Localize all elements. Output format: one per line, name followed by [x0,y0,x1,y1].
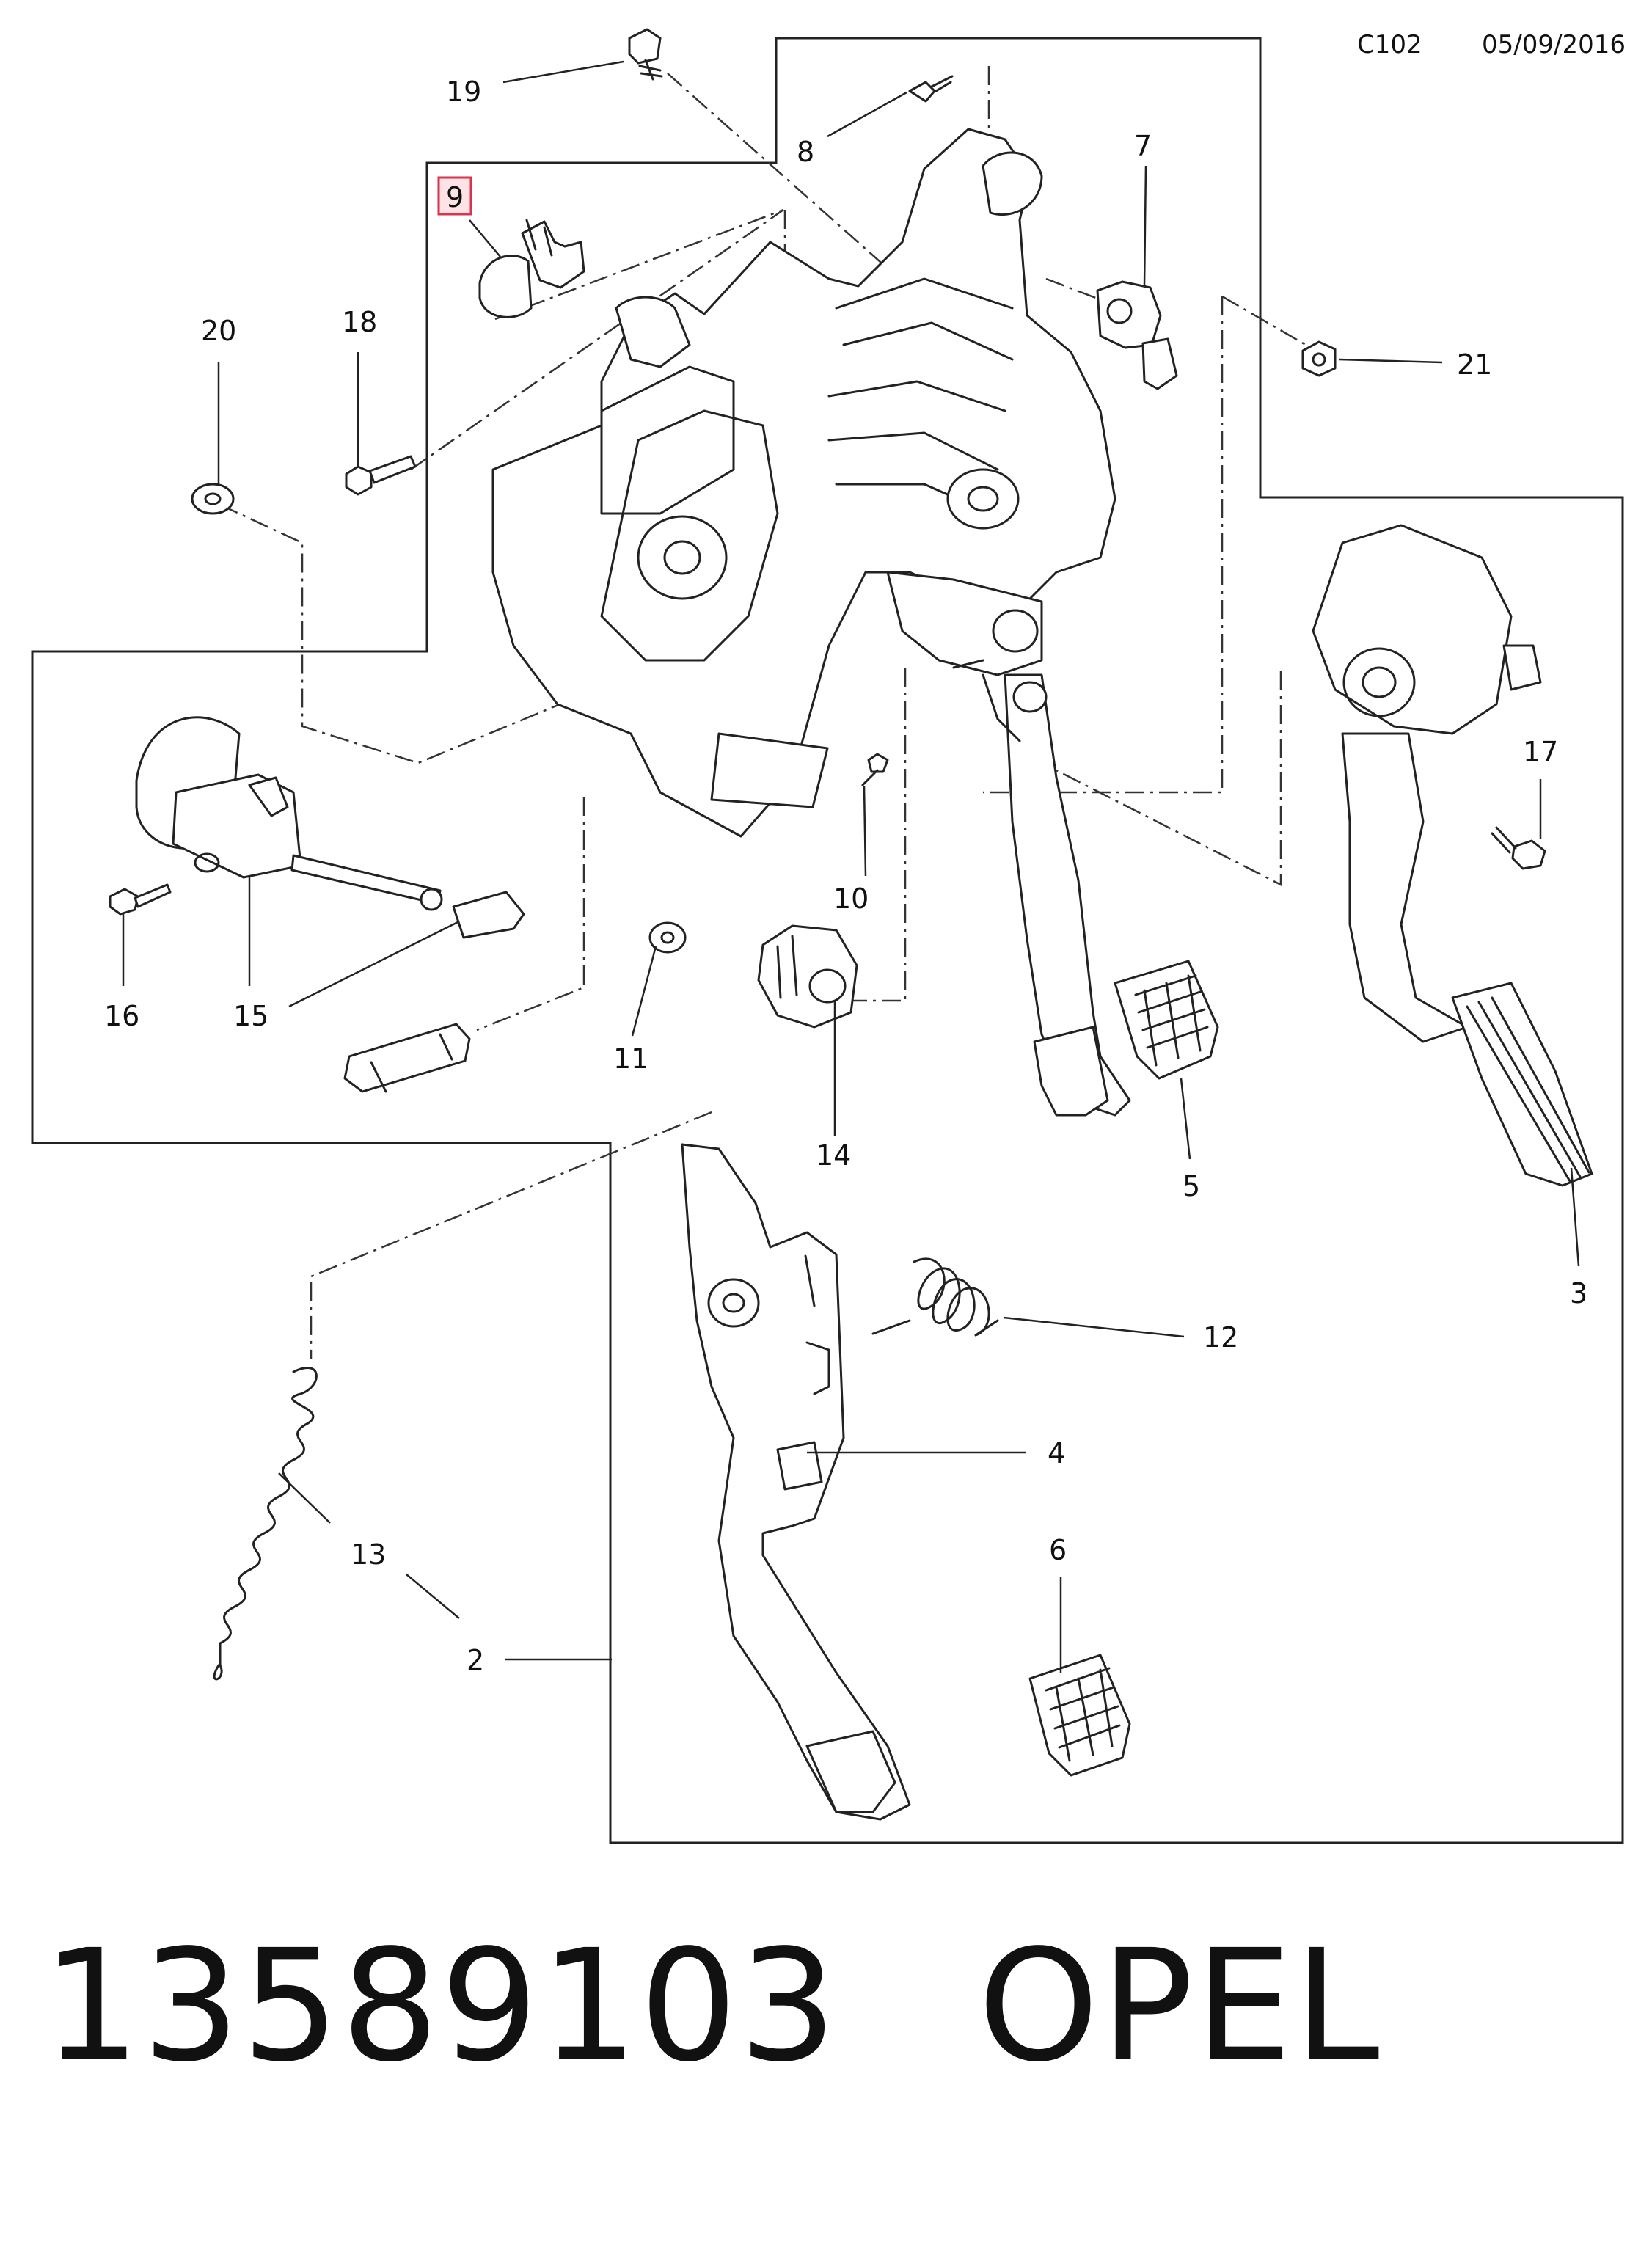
callout-6: 6 [1049,1534,1067,1566]
screw-8 [908,75,954,103]
bolt-18 [345,455,417,496]
callout-13: 13 [351,1538,386,1571]
bolt-10 [861,753,889,786]
callout-4: 4 [1048,1437,1065,1469]
diagram-code: C102 [1357,30,1422,59]
spring-13 [213,1367,318,1681]
assembly-frames [31,37,1624,1844]
callout-2: 2 [467,1644,484,1676]
callout-10: 10 [833,883,869,915]
bushing-11 [648,921,687,954]
nut-21 [1301,340,1337,377]
callout-21: 21 [1457,348,1492,381]
sensor-7 [1096,280,1178,390]
callout-11: 11 [613,1042,648,1075]
part-number: 13589103 [43,1916,838,2096]
switch-14 [757,924,858,1029]
callout-3: 3 [1570,1277,1587,1310]
callout-7: 7 [1134,130,1152,162]
clutch-pedal-pad-6 [1028,1654,1131,1777]
callout-9: 9 [446,181,464,213]
diagram-date: 05/09/2016 [1482,30,1626,59]
pivot-pin [343,1023,471,1093]
callout-16: 16 [104,1000,139,1032]
brand-name: OPEL [977,1916,1381,2096]
leader-lines [122,60,1580,1673]
spring-12 [871,1257,999,1337]
callout-15: 15 [233,1000,268,1032]
highlighted-callout-box [437,176,472,216]
brake-pedal-pad-5 [1114,960,1219,1080]
callout-numbers: 19 8 7 9 18 20 21 17 10 16 15 11 14 5 3 … [104,76,1587,1676]
switch-9 [478,219,585,318]
clip-part [452,891,525,939]
bolt-17 [1491,826,1546,870]
callout-18: 18 [342,306,377,338]
callout-19: 19 [446,76,481,108]
pedal-bracket-housing [491,128,1116,838]
accelerator-pedal-3 [1312,524,1593,1187]
master-cylinder-15 [135,716,443,911]
bolt-16 [109,883,172,916]
clutch-pedal-arm-2 [681,1143,911,1821]
callout-20: 20 [201,315,236,347]
callout-8: 8 [797,136,814,168]
washer-20 [191,483,235,515]
brake-pedal-arm [952,659,1131,1117]
callout-17: 17 [1523,736,1558,768]
callout-5: 5 [1183,1170,1200,1202]
callout-12: 12 [1203,1321,1238,1354]
callout-14: 14 [816,1139,851,1172]
bolt-19 [628,28,663,81]
